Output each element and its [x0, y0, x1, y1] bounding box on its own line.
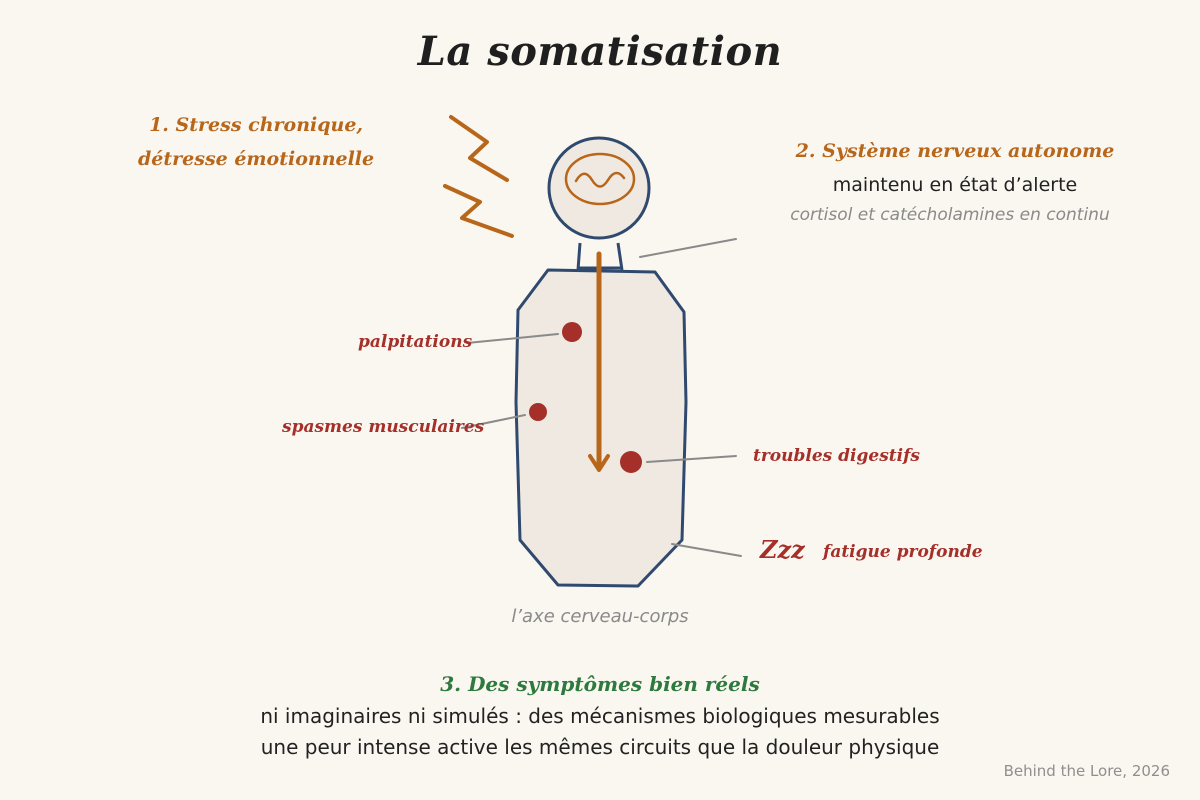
step3-line1: ni imaginaires ni simulés : des mécanism…: [260, 704, 940, 728]
nervous-system-leader: [639, 238, 737, 258]
palpitations-dot: [562, 322, 582, 342]
spasms-leader: [461, 414, 526, 429]
credit: Behind the Lore, 2026: [1003, 762, 1170, 780]
step1-line1: 1. Stress chronique,: [149, 114, 364, 136]
spasms-label: spasmes musculaires: [282, 417, 485, 437]
palpitations-leader: [466, 333, 559, 344]
axis-label: l’axe cerveau-corps: [511, 606, 689, 627]
axis-arrow-head: [588, 454, 610, 472]
brain-icon: [564, 152, 636, 206]
step2-title: 2. Système nerveux autonome: [795, 140, 1115, 162]
stress-lightning-bolt-1: [449, 115, 509, 182]
fatigue-leader: [671, 543, 742, 557]
digestive-dot: [620, 451, 642, 473]
stress-lightning-bolt-2: [443, 184, 514, 238]
step1-line2: détresse émotionnelle: [138, 148, 375, 170]
step3-line2: une peur intense active les mêmes circui…: [260, 735, 940, 759]
step3-title: 3. Des symptômes bien réels: [440, 672, 760, 696]
spasms-dot: [529, 403, 547, 421]
step2-subtitle: maintenu en état d’alerte: [832, 174, 1078, 196]
page-title: La somatisation: [417, 28, 783, 75]
digestive-leader: [646, 455, 737, 463]
palpitations-label: palpitations: [358, 332, 473, 352]
step1-label: 1. Stress chronique, détresse émotionnel…: [138, 108, 374, 176]
fatigue-label: fatigue profonde: [823, 542, 983, 562]
step2-note: cortisol et catécholamines en continu: [790, 205, 1110, 225]
brain-wave: [574, 171, 626, 188]
digestive-label: troubles digestifs: [753, 446, 920, 466]
sleep-zzz-icon: Zzz: [760, 535, 805, 564]
